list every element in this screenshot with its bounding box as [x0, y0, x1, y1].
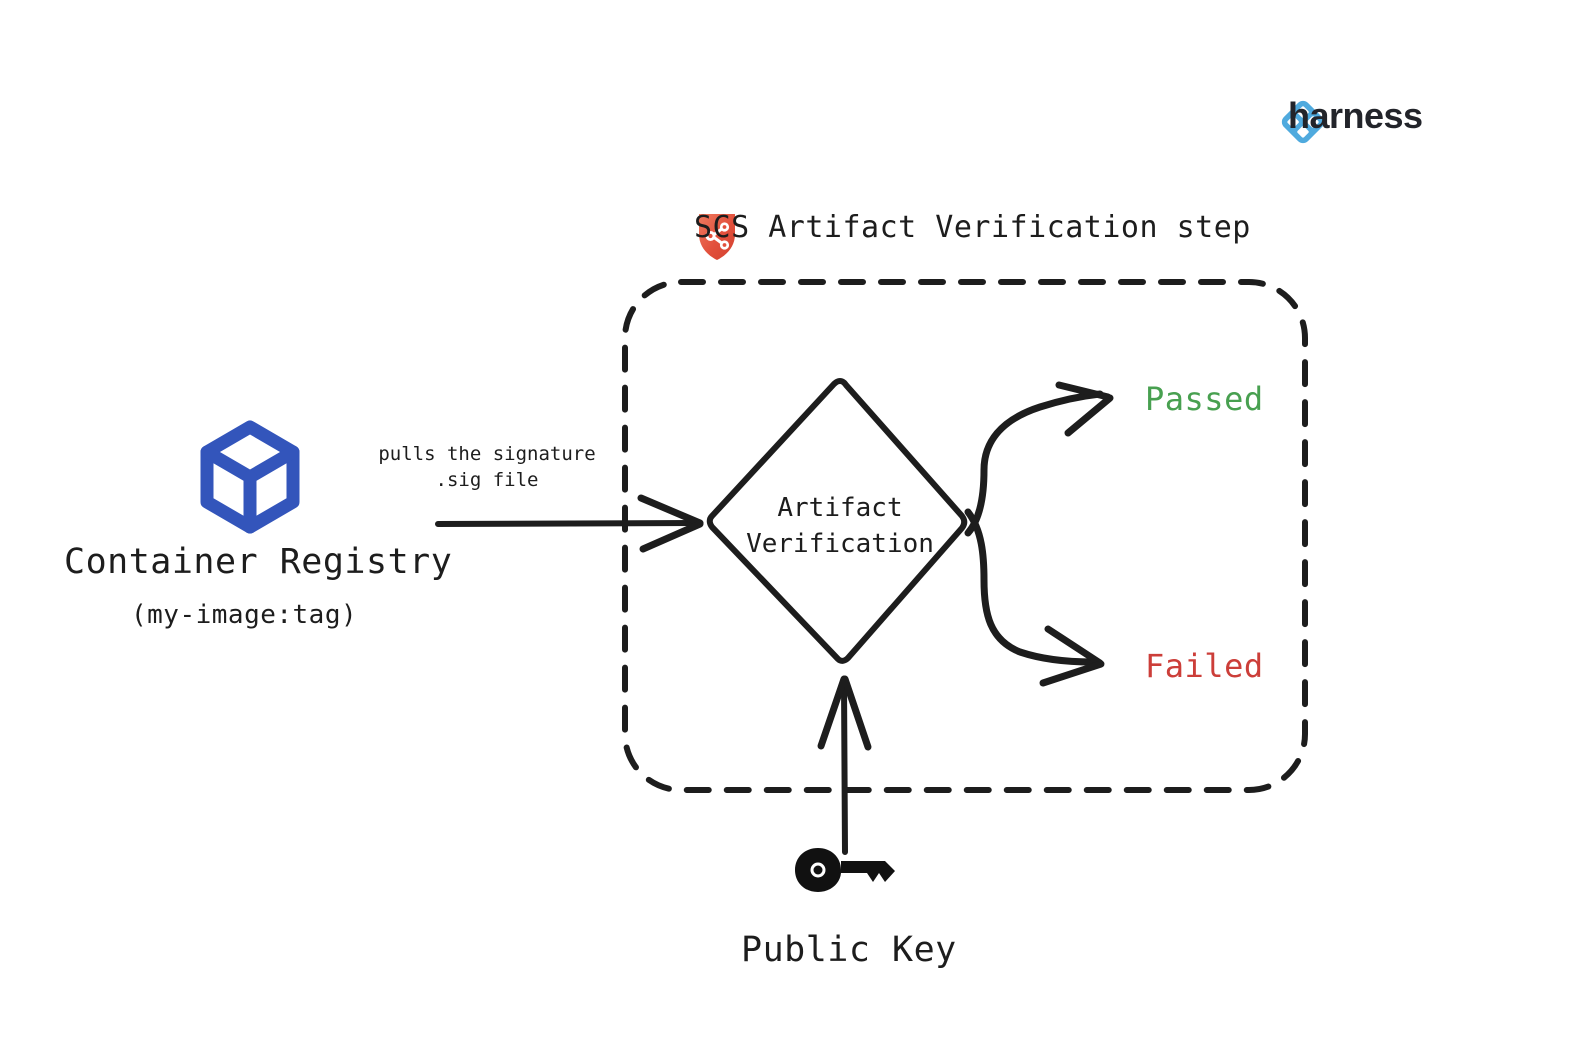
key-icon — [795, 848, 895, 892]
brand-name: harness — [1288, 95, 1423, 136]
container-registry-sublabel: (my-image:tag) — [131, 600, 358, 630]
outcome-passed-label: Passed — [1145, 380, 1264, 418]
edge-label-pull-signature: pulls the signature .sig file — [378, 441, 596, 493]
harness-diamond-logo-icon — [1281, 100, 1325, 144]
outcome-failed-label: Failed — [1145, 647, 1264, 685]
scs-step-boundary — [622, 279, 1308, 793]
public-key-label: Public Key — [741, 930, 957, 970]
step-title-group: SCS Artifact Verification step — [694, 210, 1251, 245]
edge-label-line-1: pulls the signature — [378, 443, 596, 465]
edge-verification-to-passed — [964, 381, 1114, 537]
edge-label-line-2: .sig file — [435, 469, 539, 491]
edge-verification-to-failed — [964, 508, 1105, 687]
artifact-verification-node — [706, 378, 968, 664]
artifact-verification-label: Artifact Verification — [744, 490, 936, 562]
edge-publickey-to-verification — [817, 675, 872, 855]
scs-shield-icon — [699, 214, 735, 260]
artifact-verification-label-line-1: Artifact — [777, 493, 903, 523]
artifact-verification-label-line-2: Verification — [746, 529, 934, 559]
container-registry-label: Container Registry — [64, 542, 453, 582]
step-title: SCS Artifact Verification step — [694, 210, 1251, 245]
edge-registry-to-verification — [435, 494, 704, 553]
container-cube-icon — [200, 420, 300, 534]
harness-brand: harness — [1288, 98, 1423, 134]
